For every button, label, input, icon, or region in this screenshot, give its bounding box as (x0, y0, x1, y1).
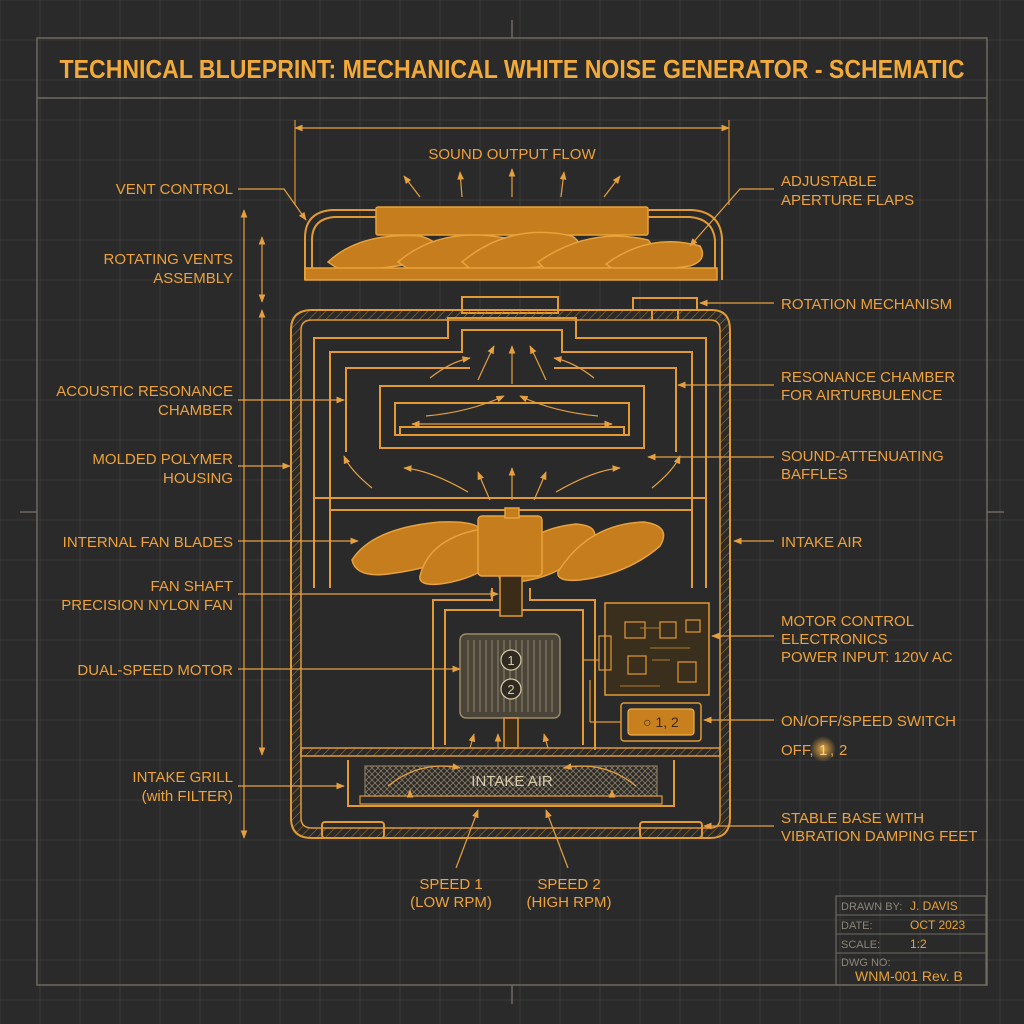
aperture-flaps (326, 231, 704, 272)
dual-speed-motor: 1 2 (459, 633, 561, 749)
label-switch-speed-2: 2 (839, 742, 847, 759)
title-block-date-key: DATE: (841, 920, 873, 932)
label-high-rpm: (HIGH RPM) (527, 894, 612, 911)
label-acoustic-chamber: CHAMBER (158, 402, 233, 419)
label-motor-control: MOTOR CONTROL (781, 613, 914, 630)
vent-control-plate (375, 206, 649, 236)
label-sound-attenuating: SOUND-ATTENUATING (781, 448, 944, 465)
label-sound-output-flow: SOUND OUTPUT FLOW (428, 146, 596, 163)
bottom-intake-arrows (455, 809, 569, 869)
label-fan-shaft: FAN SHAFT (150, 578, 233, 595)
title-block-dwg-no: WNM-001 Rev. B (855, 968, 963, 984)
label-adjustable: ADJUSTABLE (781, 173, 877, 190)
label-stable-base: STABLE BASE WITH (781, 810, 924, 827)
label-with-filter: (with FILTER) (142, 788, 233, 805)
leader-lines (238, 188, 774, 830)
speed-2-indicator (500, 678, 522, 700)
acoustic-resonance-chamber (313, 317, 707, 588)
label-speed-1: SPEED 1 (419, 876, 482, 893)
label-molded-polymer: MOLDED POLYMER (92, 451, 233, 468)
motor-lower-shaft (503, 717, 519, 749)
label-intake-air-right: INTAKE AIR (781, 534, 863, 551)
vent-base-ring (304, 267, 718, 281)
title-block-scale: 1:2 (910, 937, 927, 951)
label-resonance-chamber: RESONANCE CHAMBER (781, 369, 955, 386)
label-vent-control: VENT CONTROL (116, 181, 233, 198)
callout-labels: SOUND OUTPUT FLOW VENT CONTROL ROTATING … (56, 146, 977, 911)
label-precision-nylon-fan: PRECISION NYLON FAN (61, 597, 233, 614)
label-switch-comma: , (830, 742, 834, 759)
intake-grill (300, 747, 721, 807)
label-baffles: BAFFLES (781, 466, 848, 483)
switch-face-text: ○ 1, 2 (643, 714, 679, 730)
label-intake-air-bottom: INTAKE AIR (471, 773, 553, 790)
label-dual-speed-motor: DUAL-SPEED MOTOR (77, 662, 233, 679)
title-block-dwg-key: DWG NO: (841, 957, 891, 969)
label-rotation-mechanism: ROTATION MECHANISM (781, 296, 952, 313)
motor-control-pcb (583, 602, 710, 723)
vibration-damping-feet (321, 821, 703, 839)
label-switch-off: OFF, (781, 742, 814, 759)
dimension-lines (240, 120, 730, 839)
fan-shaft-assembly (432, 575, 596, 750)
label-intake-grill: INTAKE GRILL (132, 769, 233, 786)
title-block-drawn-by-key: DRAWN BY: (841, 901, 902, 913)
label-for-airturbulence: FOR AIRTURBULENCE (781, 387, 942, 404)
sound-output-arrows (403, 168, 621, 198)
title-block: DRAWN BY: J. DAVIS DATE: OCT 2023 SCALE:… (835, 895, 987, 986)
speed-1-indicator (500, 649, 522, 671)
internal-fan-blades (351, 507, 665, 586)
label-rotating-vents: ROTATING VENTS (104, 251, 233, 268)
label-switch: ON/OFF/SPEED SWITCH (781, 713, 956, 730)
title-block-date: OCT 2023 (910, 918, 965, 932)
fan-shaft (499, 575, 523, 617)
on-off-speed-switch[interactable]: ○ 1, 2 (620, 702, 702, 742)
label-low-rpm: (LOW RPM) (410, 894, 492, 911)
title-block-scale-key: SCALE: (841, 939, 880, 951)
label-electronics: ELECTRONICS (781, 631, 888, 648)
title-block-drawn-by: J. DAVIS (910, 899, 958, 913)
speed-2-mark: 2 (507, 682, 514, 697)
label-speed-2: SPEED 2 (537, 876, 600, 893)
speed-1-mark: 1 (507, 653, 514, 668)
label-housing: HOUSING (163, 470, 233, 487)
label-vibration-damping: VIBRATION DAMPING FEET (781, 828, 977, 845)
switch-speed1-glow (810, 736, 836, 762)
label-rotating-vents-assembly: ASSEMBLY (153, 270, 233, 287)
chamber-airflow-arrows (343, 345, 681, 501)
page-title: TECHNICAL BLUEPRINT: MECHANICAL WHITE NO… (60, 54, 965, 84)
fan-hub-cap (504, 507, 520, 519)
label-power-input: POWER INPUT: 120V AC (781, 649, 953, 666)
label-acoustic-resonance: ACOUSTIC RESONANCE (56, 383, 233, 400)
label-aperture-flaps: APERTURE FLAPS (781, 192, 914, 209)
label-switch-speed-1: 1 (819, 742, 827, 759)
registration-marks (20, 20, 1004, 1004)
fan-hub (477, 515, 543, 577)
rotating-vents-assembly (304, 206, 723, 281)
label-internal-fan-blades: INTERNAL FAN BLADES (63, 534, 233, 551)
